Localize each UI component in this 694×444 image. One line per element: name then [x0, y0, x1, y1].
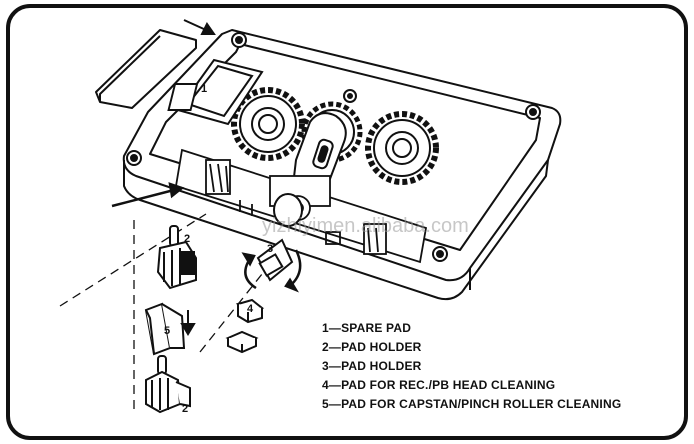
- leader-lines: [59, 213, 271, 412]
- pad-holder-center: [256, 193, 303, 282]
- head-pad: [235, 298, 265, 324]
- rotate-arrow-icon: [241, 249, 302, 293]
- down-arrow-icon: [180, 310, 196, 336]
- head-pad-callout: 4: [247, 303, 254, 315]
- left-gear-icon: [231, 87, 305, 161]
- spare-pad-callout: 1: [201, 83, 207, 95]
- capstan-pad: [144, 302, 186, 356]
- legend: 1—SPARE PAD 2—PAD HOLDER 3—PAD HOLDER 4—…: [322, 321, 621, 411]
- slide-arrow-icon: [183, 19, 216, 35]
- legend-item: 3—PAD HOLDER: [322, 359, 422, 373]
- cassette-lid: [95, 29, 197, 109]
- legend-item: 4—PAD FOR REC./PB HEAD CLEANING: [322, 378, 555, 392]
- capstan-pad-callout: 5: [164, 325, 170, 337]
- spare-pad-compartment: [167, 58, 264, 126]
- pointer-arrow-icon: [111, 182, 185, 208]
- pad-holder-bottom: [145, 355, 191, 414]
- right-gear-icon: [365, 111, 439, 185]
- legend-item: 2—PAD HOLDER: [322, 340, 422, 354]
- pad-holder-left: [156, 225, 197, 290]
- corner-screw-icons: [126, 32, 541, 262]
- legend-item: 5—PAD FOR CAPSTAN/PINCH ROLLER CLEANING: [322, 397, 621, 411]
- pad-holder-left-callout: 2: [184, 233, 190, 245]
- spare-pad-block: [225, 330, 259, 354]
- watermark: yizhiyimen.alibaba.com: [262, 215, 469, 237]
- legend-item: 1—SPARE PAD: [322, 321, 411, 335]
- pad-holder-center-callout: 3: [267, 243, 273, 255]
- pad-holder-bottom-callout: 2: [182, 403, 188, 415]
